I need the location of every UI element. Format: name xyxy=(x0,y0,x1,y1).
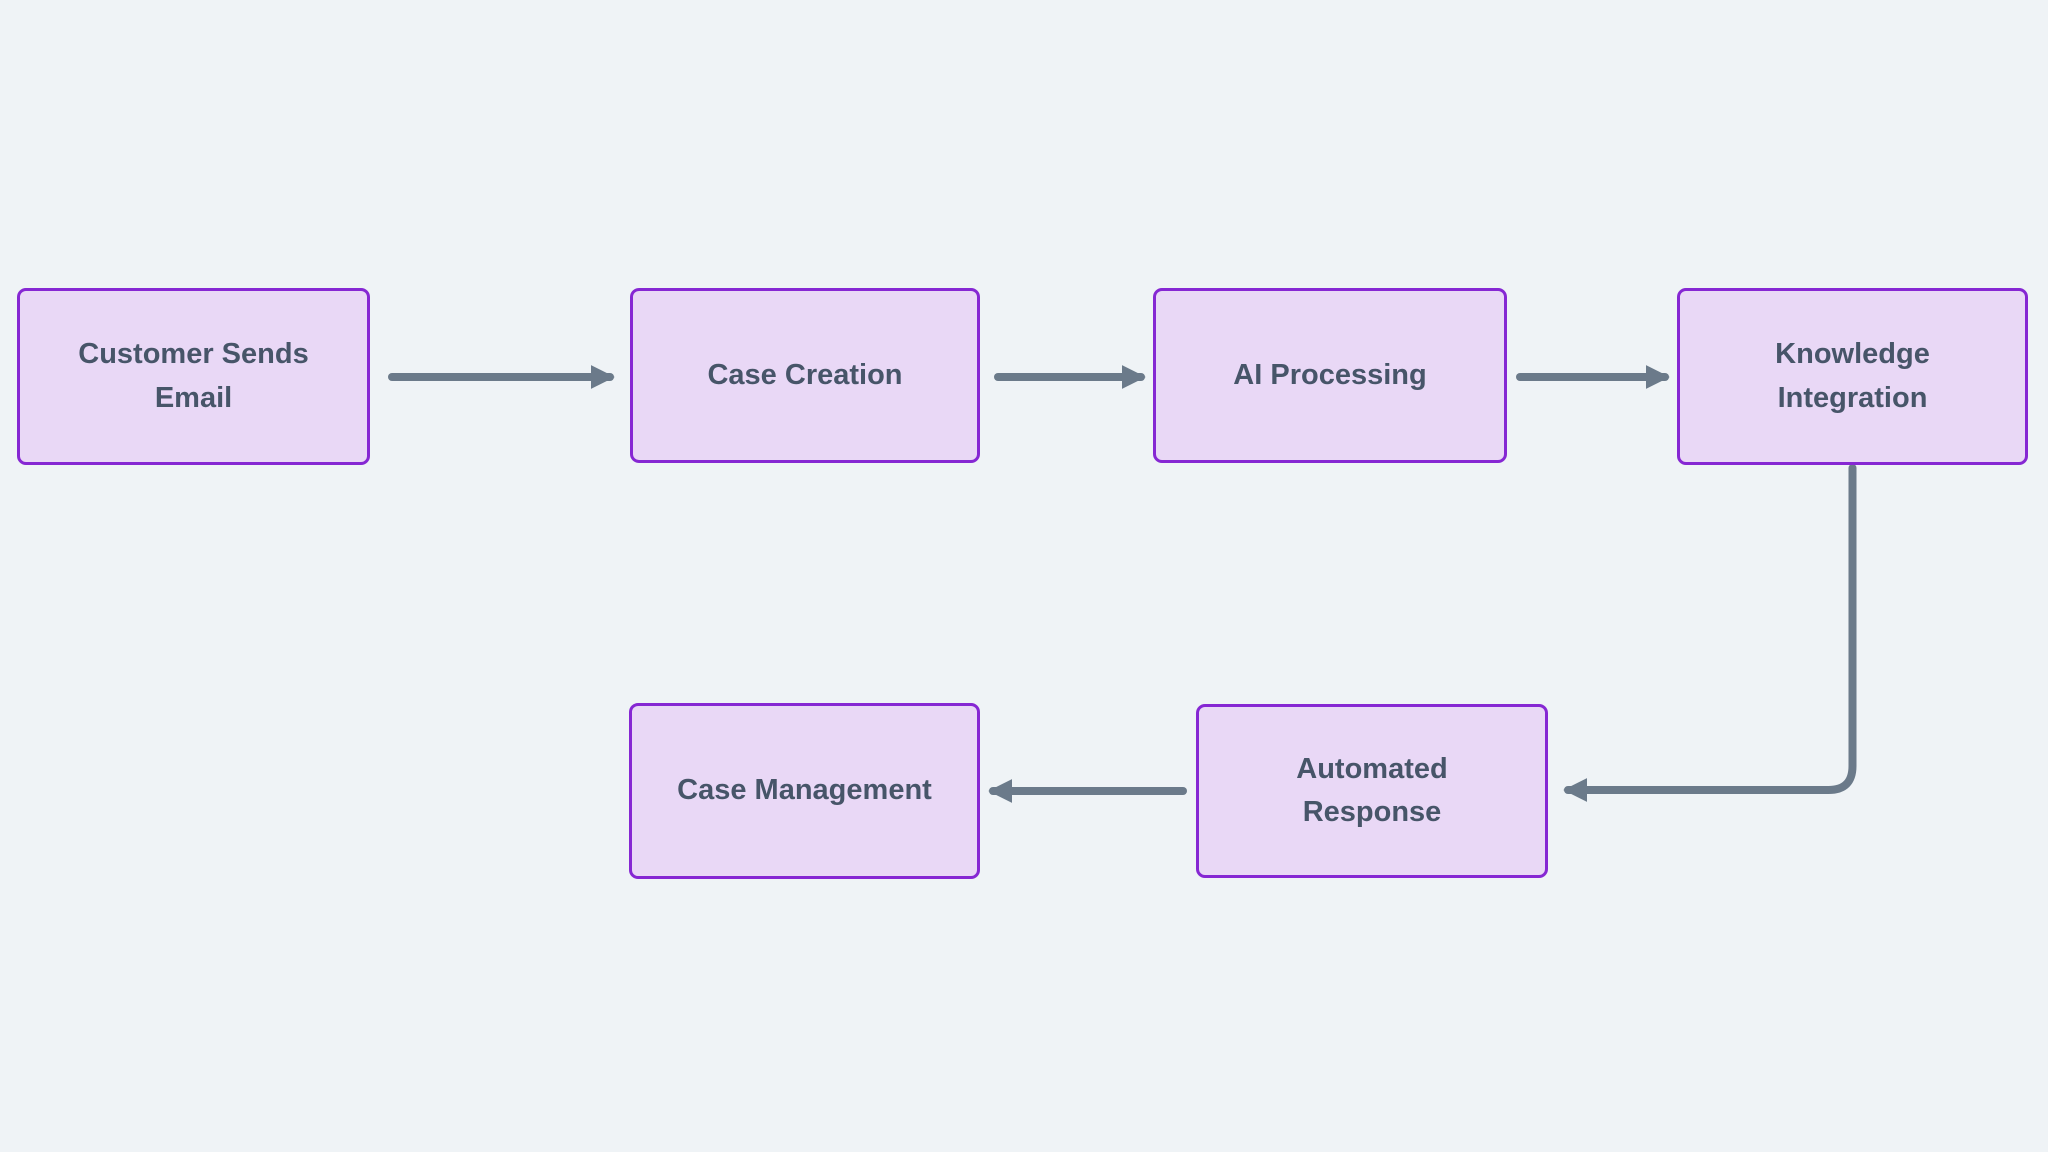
node-case-creation: Case Creation xyxy=(630,288,980,463)
node-case-management: Case Management xyxy=(629,703,980,879)
node-label: AI Processing xyxy=(1233,358,1427,391)
node-automated-response: Automated Response xyxy=(1196,704,1548,878)
node-knowledge-integration: Knowledge Integration xyxy=(1677,288,2028,465)
node-label: Customer Sends Email xyxy=(78,338,309,414)
node-customer-sends-email: Customer Sends Email xyxy=(17,288,370,465)
edge-knowledge-integration-to-automated-response xyxy=(1563,464,1857,802)
node-label: Case Creation xyxy=(707,358,903,391)
node-label: Automated Response xyxy=(1296,752,1448,829)
node-label: Knowledge Integration xyxy=(1775,338,1930,414)
node-label: Case Management xyxy=(677,774,932,807)
node-ai-processing: AI Processing xyxy=(1153,288,1507,463)
